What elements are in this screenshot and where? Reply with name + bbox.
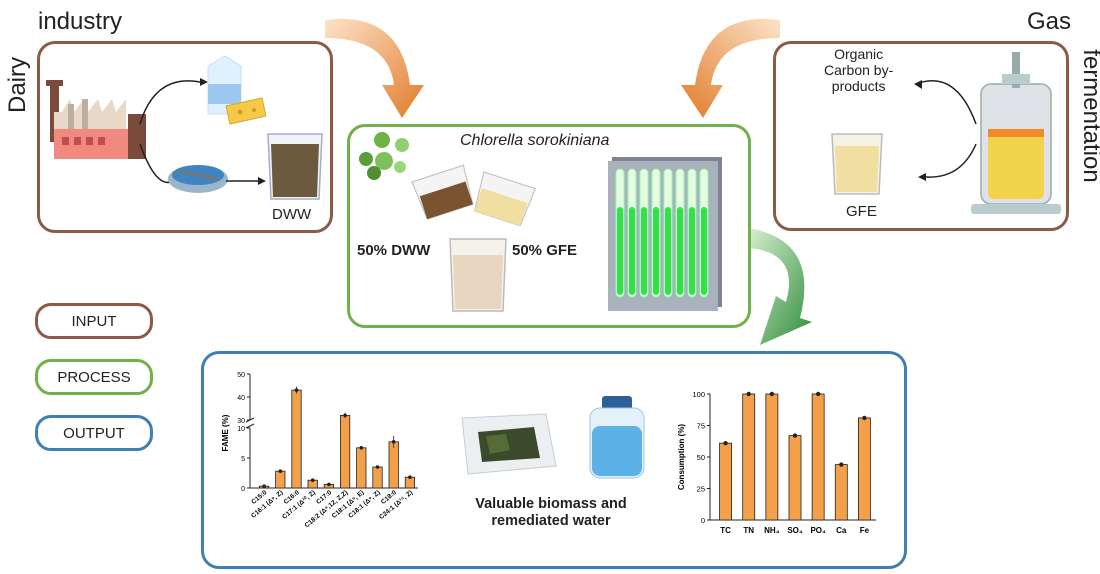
mixed-beaker-icon xyxy=(449,238,507,312)
factory-icon xyxy=(46,80,146,159)
consumption-xtick-label: NH₄ xyxy=(764,526,780,535)
consumption-point xyxy=(839,462,844,467)
gfe-pouring-beaker-icon xyxy=(473,171,537,227)
gas-title-word1: Gas xyxy=(1027,8,1072,35)
gfe-label: GFE xyxy=(846,203,877,220)
process-to-output-arrow xyxy=(748,228,812,345)
fame-ytick-label: 30 xyxy=(237,418,245,425)
consumption-point xyxy=(746,391,751,397)
dww-pouring-beaker-icon xyxy=(411,164,474,220)
water-bottle-icon xyxy=(589,396,645,479)
consumption-xtick-label: Fe xyxy=(860,526,870,535)
photobioreactor-icon xyxy=(608,157,722,311)
arrow-to-products xyxy=(139,80,201,125)
consumption-ytick-label: 50 xyxy=(697,453,705,462)
consumption-bar xyxy=(765,393,779,521)
consumption-xtick-label: Ca xyxy=(836,526,847,535)
fame-point xyxy=(327,482,331,487)
consumption-point xyxy=(769,391,775,397)
output-illustration xyxy=(461,396,645,479)
consumption-bar xyxy=(742,393,756,521)
gfe-beaker-icon xyxy=(831,133,883,195)
consumption-bar xyxy=(719,442,732,521)
consumption-xtick-label: PO₄ xyxy=(810,526,826,535)
fame-point xyxy=(278,469,283,473)
fame-bar xyxy=(372,466,383,489)
process-title: Chlorella sorokiniana xyxy=(460,132,610,149)
gas-fermentation-box: Organic Carbon by- products GFE xyxy=(773,41,1069,231)
fame-ytick-label: 50 xyxy=(237,372,245,379)
consumption-xtick-label: TN xyxy=(743,526,754,535)
dairy-to-process-arrow xyxy=(325,18,424,118)
arrow-to-organic xyxy=(915,80,977,125)
consumption-bar xyxy=(811,393,825,521)
consumption-point xyxy=(815,391,821,397)
consumption-xtick-label: SO₄ xyxy=(787,526,803,535)
organic-carbon-label: Organic Carbon by- products xyxy=(824,46,894,94)
gas-illustration xyxy=(831,52,1061,214)
dairy-illustration xyxy=(46,55,323,200)
gfe-mix-label: 50% GFE xyxy=(512,242,578,259)
biomass-plate-icon xyxy=(461,413,557,475)
legend-process: PROCESS xyxy=(35,359,153,395)
consumption-ytick-label: 25 xyxy=(697,485,705,494)
consumption-ytick-label: 75 xyxy=(697,422,705,431)
dairy-industry-box: DWW xyxy=(37,41,333,233)
consumption-point xyxy=(862,415,867,421)
legend-input: INPUT xyxy=(35,303,153,339)
consumption-xtick-label: TC xyxy=(720,526,731,535)
fame-axis-break xyxy=(245,423,255,429)
bioreactor-icon xyxy=(971,52,1061,214)
microalgae-cells-icon xyxy=(359,132,409,180)
fame-ytick-label: 10 xyxy=(237,426,245,433)
process-box: Chlorella sorokiniana 50% DWW 50% GFE xyxy=(347,124,751,328)
legend-output: OUTPUT xyxy=(35,415,153,451)
fame-ylabel: FAME (%) xyxy=(221,414,230,451)
arrow-to-gfe xyxy=(925,143,977,178)
dww-mix-label: 50% DWW xyxy=(357,242,431,259)
fame-ytick-label: 40 xyxy=(237,395,245,402)
consumption-bar xyxy=(834,464,848,521)
fame-point xyxy=(408,475,412,479)
fame-ytick-label: 0 xyxy=(241,486,245,493)
consumption-ylabel: Consumption (%) xyxy=(677,424,686,491)
consumption-ytick-label: 0 xyxy=(701,516,705,525)
fame-ytick-label: 5 xyxy=(241,456,245,463)
fame-point xyxy=(310,478,315,482)
process-illustration xyxy=(359,132,722,312)
consumption-bar xyxy=(858,417,871,521)
dww-beaker-icon xyxy=(267,133,323,200)
consumption-bar xyxy=(788,435,802,521)
fame-bar xyxy=(340,415,351,489)
fame-point xyxy=(359,446,364,450)
fame-point xyxy=(375,465,380,469)
fame-point xyxy=(294,388,299,392)
fame-point xyxy=(262,484,266,488)
dairy-title-word2: industry xyxy=(38,8,123,35)
fame-bar xyxy=(388,441,399,489)
consumption-point xyxy=(723,440,728,446)
milk-cheese-icon xyxy=(207,55,267,125)
fame-bar xyxy=(356,447,367,489)
consumption-ytick-label: 100 xyxy=(692,390,705,399)
gas-to-process-arrow xyxy=(681,18,780,118)
fame-point xyxy=(343,413,347,418)
wastewater-tank-icon xyxy=(168,165,228,193)
fame-bar xyxy=(275,470,286,489)
dww-label: DWW xyxy=(272,206,312,223)
fame-bar xyxy=(291,389,302,489)
fame-point xyxy=(391,440,396,444)
output-caption: Valuable biomass and remediated water xyxy=(475,496,627,529)
consumption-point xyxy=(792,433,798,438)
